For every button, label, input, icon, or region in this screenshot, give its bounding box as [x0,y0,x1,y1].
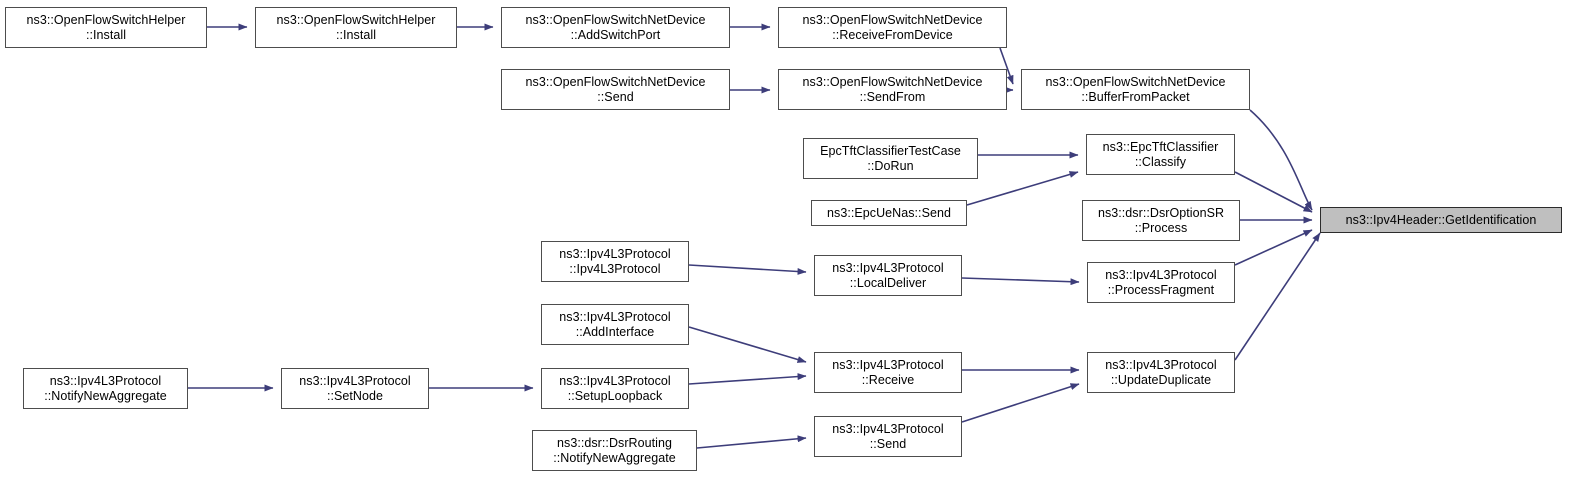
graph-node-label: ns3::EpcTftClassifier ::Classify [1102,140,1219,169]
graph-node-label: ns3::Ipv4L3Protocol ::Send [832,422,944,451]
graph-node[interactable]: ns3::Ipv4L3Protocol ::SetupLoopback [541,368,689,409]
graph-edge [688,326,807,363]
graph-edge [688,264,807,275]
graph-node[interactable]: ns3::Ipv4L3Protocol ::Send [814,416,962,457]
graph-node[interactable]: ns3::Ipv4L3Protocol ::Receive [814,352,962,393]
graph-edge [1234,229,1313,266]
graph-node[interactable]: ns3::OpenFlowSwitchHelper ::Install [5,7,207,48]
graph-node[interactable]: ns3::Ipv4L3Protocol ::Ipv4L3Protocol [541,241,689,282]
graph-node-label: ns3::Ipv4L3Protocol ::SetNode [299,374,411,403]
graph-node[interactable]: ns3::OpenFlowSwitchNetDevice ::AddSwitch… [501,7,730,48]
graph-node-label: ns3::dsr::DsrOptionSR ::Process [1097,206,1225,235]
graph-node-label: ns3::OpenFlowSwitchNetDevice ::Send [525,75,706,104]
graph-node-label: ns3::OpenFlowSwitchHelper ::Install [26,13,186,42]
graph-edge [1234,232,1321,361]
graph-node-label: ns3::Ipv4L3Protocol ::AddInterface [559,310,671,339]
graph-node-label: ns3::dsr::DsrRouting ::NotifyNewAggregat… [553,436,676,465]
graph-node[interactable]: ns3::OpenFlowSwitchNetDevice ::ReceiveFr… [778,7,1007,48]
graph-node-label: ns3::Ipv4L3Protocol ::UpdateDuplicate [1105,358,1217,387]
graph-node-label: ns3::OpenFlowSwitchNetDevice ::AddSwitch… [525,13,706,42]
graph-node-label: ns3::Ipv4L3Protocol ::Ipv4L3Protocol [559,247,671,276]
graph-node[interactable]: ns3::dsr::DsrOptionSR ::Process [1082,200,1240,241]
graph-node-label: ns3::Ipv4L3Protocol ::SetupLoopback [559,374,671,403]
graph-node[interactable]: ns3::dsr::DsrRouting ::NotifyNewAggregat… [532,430,697,471]
graph-node-label: ns3::Ipv4L3Protocol ::Receive [832,358,944,387]
graph-node[interactable]: ns3::EpcTftClassifier ::Classify [1086,134,1235,175]
graph-node-label: ns3::Ipv4L3Protocol ::LocalDeliver [832,261,944,290]
graph-node[interactable]: ns3::Ipv4L3Protocol ::AddInterface [541,304,689,345]
graph-node[interactable]: ns3::Ipv4L3Protocol ::ProcessFragment [1087,262,1235,303]
graph-edge [696,435,807,449]
graph-node-label: EpcTftClassifierTestCase ::DoRun [820,144,961,173]
graph-node-label: ns3::Ipv4L3Protocol ::NotifyNewAggregate [44,374,167,403]
graph-node[interactable]: ns3::Ipv4L3Protocol ::LocalDeliver [814,255,962,296]
graph-node[interactable]: ns3::Ipv4L3Protocol ::NotifyNewAggregate [23,368,188,409]
graph-edge [961,277,1080,286]
graph-node[interactable]: ns3::OpenFlowSwitchNetDevice ::SendFrom [778,69,1007,110]
graph-node-label: ns3::OpenFlowSwitchNetDevice ::SendFrom [802,75,983,104]
graph-node-label: ns3::OpenFlowSwitchHelper ::Install [276,13,436,42]
graph-node-label: ns3::OpenFlowSwitchNetDevice ::ReceiveFr… [802,13,983,42]
graph-node[interactable]: ns3::Ipv4L3Protocol ::SetNode [281,368,429,409]
graph-node-label: ns3::OpenFlowSwitchNetDevice ::BufferFro… [1045,75,1226,104]
graph-edge [688,373,807,385]
graph-node[interactable]: ns3::OpenFlowSwitchNetDevice ::Send [501,69,730,110]
graph-edge [1249,109,1313,211]
graph-node[interactable]: ns3::OpenFlowSwitchNetDevice ::BufferFro… [1021,69,1250,110]
graph-node[interactable]: EpcTftClassifierTestCase ::DoRun [803,138,978,179]
graph-edge [961,383,1080,423]
graph-node-current[interactable]: ns3::Ipv4Header::GetIdentification [1320,207,1562,233]
graph-node[interactable]: ns3::EpcUeNas::Send [811,200,967,226]
graph-node[interactable]: ns3::OpenFlowSwitchHelper ::Install [255,7,457,48]
graph-node-label: ns3::Ipv4L3Protocol ::ProcessFragment [1105,268,1217,297]
graph-node-label: ns3::EpcUeNas::Send [827,205,951,220]
graph-node[interactable]: ns3::Ipv4L3Protocol ::UpdateDuplicate [1087,352,1235,393]
graph-node-label: ns3::Ipv4Header::GetIdentification [1345,212,1537,227]
graph-edge [966,171,1079,206]
graph-edge [1234,171,1313,213]
